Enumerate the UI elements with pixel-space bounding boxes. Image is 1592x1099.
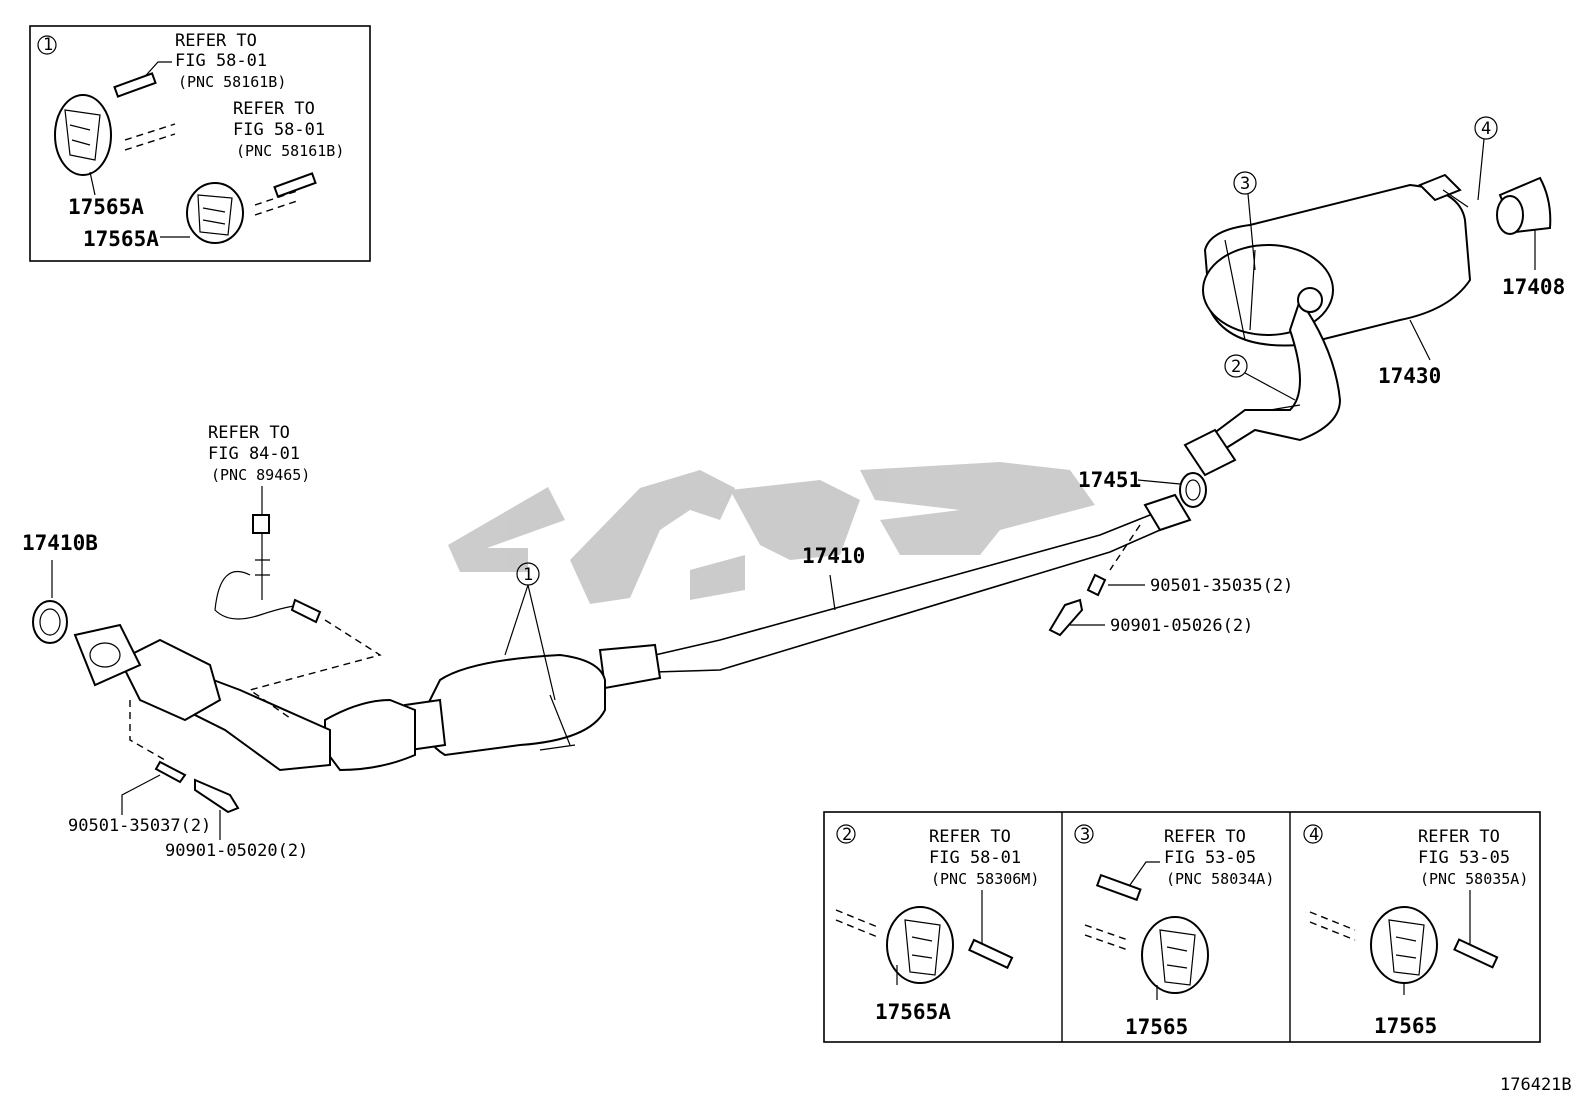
rear-gasket: 17451 [1078, 468, 1207, 508]
inset-1-pnc-a: (PNC 58161B) [178, 73, 286, 91]
muffler-assembly: 3 4 2 17430 17408 [1183, 116, 1565, 477]
rear-gasket-label: 17451 [1078, 468, 1141, 492]
inset-1-fig-b: FIG 58-01 [233, 120, 325, 140]
front-spring-label: 90501-35037(2) [68, 816, 211, 836]
sensor-refer: REFER TO [208, 423, 290, 443]
oxygen-sensor: REFER TO FIG 84-01 (PNC 89465) [208, 423, 382, 719]
hanger-icon [1141, 916, 1209, 994]
watermark-text: لوپارت [770, 639, 774, 641]
hanger-icon [186, 182, 244, 244]
callout-2: 2 [1231, 357, 1241, 377]
main-pipe-label: 17410 [802, 544, 865, 568]
sensor-pnc: (PNC 89465) [211, 466, 310, 484]
inset-4-fig: FIG 53-05 [1418, 848, 1510, 868]
main-exhaust-pipe: 17410 1 [73, 493, 1192, 772]
muffler-label: 17430 [1378, 364, 1441, 388]
hanger-icon [886, 906, 954, 984]
inset-3-number: 3 [1080, 825, 1090, 845]
inset-2-pnc: (PNC 58306M) [931, 870, 1039, 888]
inset-3-fig: FIG 53-05 [1164, 848, 1256, 868]
callout-1: 1 [523, 565, 533, 585]
inset-2-part: 17565A [875, 1000, 951, 1024]
front-gasket-label: 17410B [22, 531, 98, 555]
inset-1-refer-b: REFER TO [233, 99, 315, 119]
inset-2-refer: REFER TO [929, 827, 1011, 847]
tail-tip-label: 17408 [1502, 275, 1565, 299]
sensor-fig: FIG 84-01 [208, 444, 300, 464]
inset-4-refer: REFER TO [1418, 827, 1500, 847]
inset-1-part-a: 17565A [68, 195, 144, 219]
inset-1-pnc-b: (PNC 58161B) [236, 142, 344, 160]
inset-4-pnc: (PNC 58035A) [1420, 870, 1528, 888]
inset-1-number: 1 [43, 35, 53, 55]
front-fasteners: 90501-35037(2) 90901-05020(2) [68, 700, 308, 861]
insets-2-3-4: 2 REFER TO FIG 58-01 (PNC 58306M) 17565A… [823, 811, 1541, 1043]
inset-4-part: 17565 [1374, 1014, 1437, 1038]
inset-3-part: 17565 [1125, 1015, 1188, 1039]
callout-3: 3 [1240, 174, 1250, 194]
inset-1: 1 REFER TO FIG 58-01 (PNC 58161B) REFER … [29, 25, 371, 262]
front-bolt-label: 90901-05020(2) [165, 841, 308, 861]
callout-4: 4 [1481, 119, 1491, 139]
inset-1-refer-a: REFER TO [175, 31, 257, 51]
rear-bolt-label: 90901-05026(2) [1110, 616, 1253, 636]
rear-spring-label: 90501-35035(2) [1150, 576, 1293, 596]
inset-1-part-b: 17565A [83, 227, 159, 251]
inset-2-fig: FIG 58-01 [929, 848, 1021, 868]
watermark-logo: لوپارت [448, 462, 1095, 641]
front-gasket: 17410B [22, 531, 98, 644]
inset-2-number: 2 [842, 825, 852, 845]
inset-1-fig-a: FIG 58-01 [175, 51, 267, 71]
inset-3-refer: REFER TO [1164, 827, 1246, 847]
inset-3-pnc: (PNC 58034A) [1166, 870, 1274, 888]
figure-code: 176421B [1500, 1075, 1572, 1095]
inset-4-number: 4 [1309, 825, 1319, 845]
hanger-icon [54, 94, 112, 176]
hanger-icon [1370, 906, 1438, 984]
tail-pipe-tip-icon [1496, 176, 1552, 235]
rear-fasteners: 90501-35035(2) 90901-05026(2) [1048, 524, 1293, 637]
